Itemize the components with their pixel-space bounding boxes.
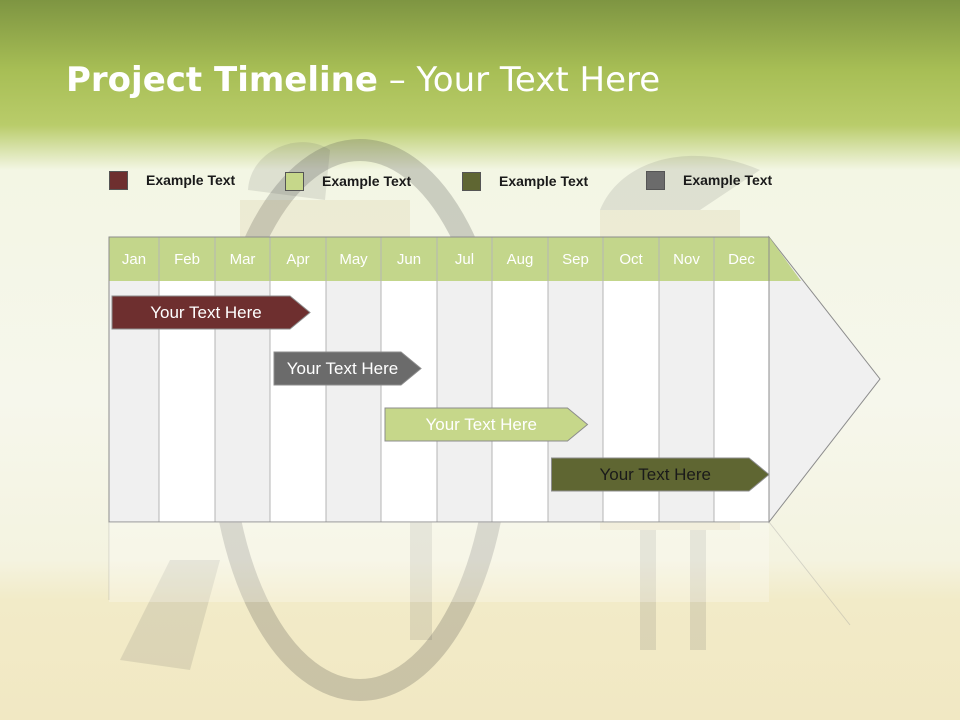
legend-label-3: Example Text [499, 173, 589, 189]
month-header-cell [714, 237, 769, 281]
month-label-sep: Sep [562, 250, 589, 268]
timeline-bar-label-1: Your Text Here [150, 302, 262, 322]
month-header-cell [215, 237, 270, 281]
month-label-dec: Dec [728, 250, 755, 268]
month-label-nov: Nov [673, 250, 700, 268]
timeline-bar-4 [551, 457, 770, 492]
page-title: Project Timeline – Your Text Here [66, 60, 660, 100]
month-column [437, 281, 492, 522]
timeline-bar-label-3: Your Text Here [425, 414, 537, 434]
month-header-cell [270, 237, 326, 281]
reflection-line [768, 521, 851, 626]
month-column [381, 281, 437, 522]
month-label-may: May [339, 250, 368, 268]
month-label-aug: Aug [506, 250, 534, 268]
month-header-cell [109, 237, 159, 281]
legend-item-3: Example Text [462, 171, 588, 191]
arrow-head-header [769, 237, 801, 281]
month-label-apr: Apr [286, 250, 310, 268]
month-label-jan: Jan [121, 250, 147, 268]
title-bold: Project Timeline [66, 60, 378, 100]
reflection-band [109, 522, 769, 602]
legend-swatch-3 [462, 171, 481, 191]
title-rest: – Your Text Here [377, 60, 661, 100]
legend-label-2: Example Text [322, 173, 412, 189]
month-header-cell [381, 237, 437, 281]
month-header-cell [437, 237, 492, 281]
timeline-bar-3 [384, 407, 589, 442]
timeline-frame [108, 236, 770, 523]
month-column [492, 281, 548, 522]
timeline-bar-label-4: Your Text Here [599, 464, 711, 484]
month-column [326, 281, 381, 522]
timeline-bar-2 [273, 351, 422, 386]
month-header-cell [659, 237, 714, 281]
timeline-bar-label-2: Your Text Here [286, 358, 399, 378]
month-label-mar: Mar [229, 250, 256, 268]
legend-swatch-1 [109, 170, 128, 190]
legend-label-1: Example Text [146, 172, 236, 188]
legend-label-4: Example Text [683, 172, 773, 188]
month-label-jul: Jul [454, 250, 475, 268]
month-label-oct: Oct [619, 250, 643, 268]
legend-item-1: Example Text [109, 170, 235, 190]
month-label-feb: Feb [174, 250, 200, 268]
month-label-jun: Jun [396, 250, 422, 268]
month-header-cell [326, 237, 381, 281]
legend-swatch-2 [285, 171, 304, 191]
month-header-cell [603, 237, 659, 281]
legend-item-2: Example Text [285, 171, 411, 191]
legend-item-4: Example Text [646, 170, 772, 190]
timeline-bar-1 [111, 295, 311, 330]
legend-swatch-4 [646, 170, 665, 190]
month-header-cell [159, 237, 215, 281]
month-header-cell [492, 237, 548, 281]
month-header-cell [548, 237, 603, 281]
